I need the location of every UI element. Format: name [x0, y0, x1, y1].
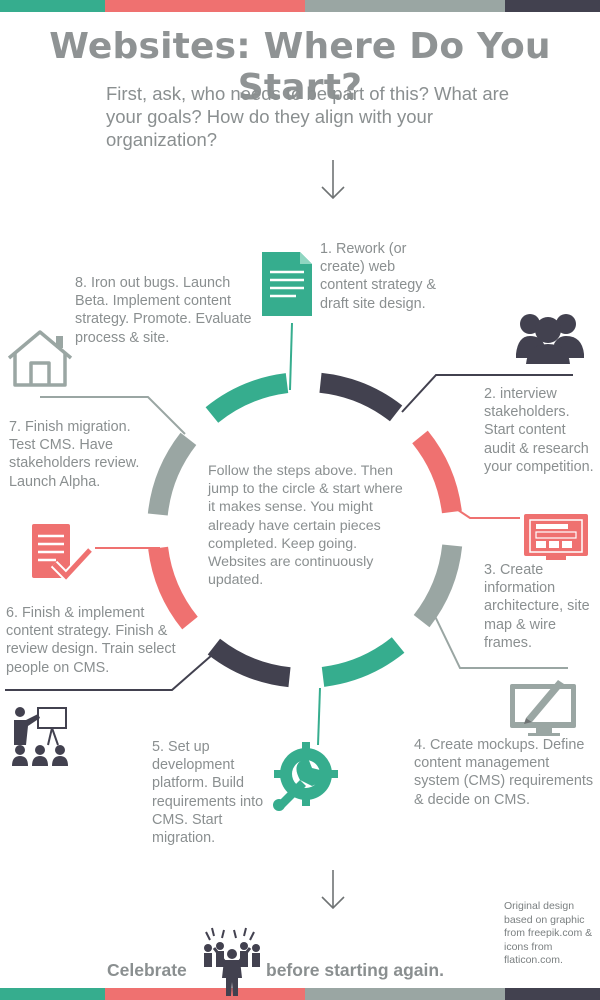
house-icon [7, 330, 73, 387]
ring-segment-6 [148, 546, 198, 630]
step-8-text: 8. Iron out bugs. Launch Beta. Implement… [75, 275, 252, 346]
connector-line-4 [431, 609, 568, 669]
step-1-text: 1. Rework (or create) web content strate… [320, 241, 436, 312]
connector-line-5 [317, 687, 321, 746]
presentation-icon [12, 707, 68, 766]
step-7-text: 7. Finish migration. Test CMS. Have stak… [9, 419, 140, 490]
document-icon [262, 252, 312, 316]
ring-segment-4 [321, 637, 405, 687]
down-arrow-icon [321, 870, 345, 910]
design-credit: Original design based on graphic from fr… [504, 900, 593, 966]
checklist-icon [32, 524, 94, 583]
top-color-bar [0, 0, 600, 12]
connector-line-6 [5, 647, 221, 691]
intro-questions: First, ask, who needs to be part of this… [106, 83, 510, 150]
bottom-color-bar [0, 988, 600, 1000]
ring-segment-1 [319, 372, 403, 422]
step-3-text: 3. Create information architecture, site… [484, 562, 590, 651]
celebrate-tail: before starting again. [266, 960, 444, 980]
ring-segment-3 [413, 544, 463, 628]
ring-segment-5 [207, 638, 291, 688]
celebrate-label: Celebrate [107, 960, 187, 980]
step-4-text: 4. Create mockups. Define content manage… [414, 737, 594, 808]
ring-segment-2 [412, 430, 462, 514]
people-group-icon [516, 314, 584, 364]
connector-line-2 [401, 374, 573, 413]
celebrating-people-icon [204, 927, 260, 996]
ring-segment-7 [147, 432, 197, 516]
step-2-text: 2. interview stakeholders. Start content… [484, 386, 594, 475]
gear-wrench-icon [273, 742, 338, 811]
step-6-text: 6. Finish & implement content strategy. … [6, 605, 176, 676]
browser-wireframe-icon [524, 514, 588, 560]
cycle-ring [147, 372, 463, 688]
ring-segment-8 [205, 373, 289, 423]
page-title: Websites: Where Do You Start? [49, 26, 551, 108]
connector-line-3 [454, 507, 520, 519]
connector-line-8 [40, 396, 186, 435]
step-5-text: 5. Set up development platform. Build re… [152, 739, 264, 847]
monitor-pen-icon [510, 680, 576, 736]
down-arrow-icon [321, 160, 345, 200]
connector-line-1 [289, 322, 293, 391]
center-instructions: Follow the steps above. Then jump to the… [208, 463, 403, 589]
